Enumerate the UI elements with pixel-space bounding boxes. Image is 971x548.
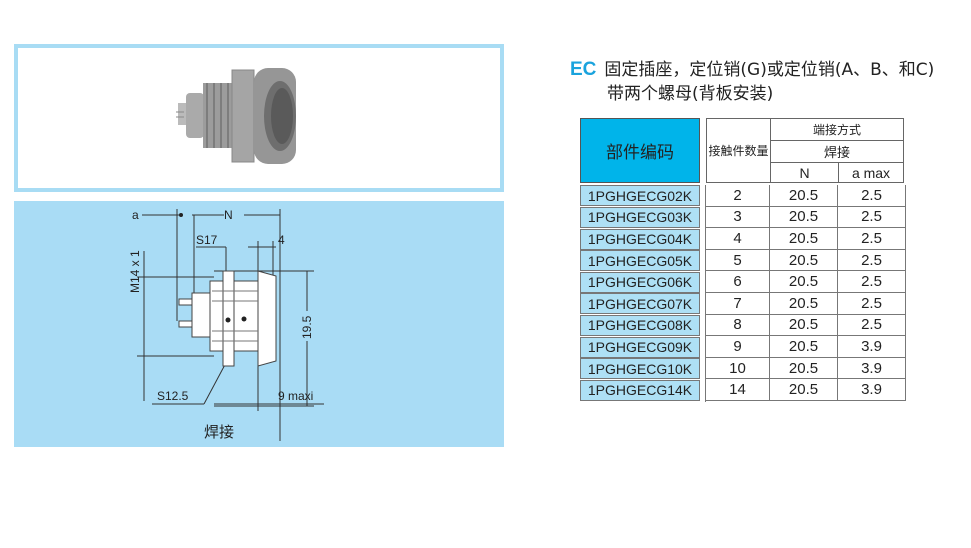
dim-19-5-label: 19.5 [300, 315, 314, 339]
header-contacts: 接触件数量 [706, 118, 771, 183]
header-solder: 焊接 [770, 140, 904, 163]
row-n: 20.5 [770, 271, 838, 293]
row-n: 20.5 [770, 185, 838, 207]
row-contacts: 6 [706, 271, 770, 293]
row-part-number: 1PGHGECG07K [580, 293, 700, 315]
row-contacts: 4 [706, 228, 770, 250]
row-part-number: 1PGHGECG08K [580, 314, 700, 336]
row-contacts: 14 [706, 379, 770, 401]
dim-a-label: a [132, 208, 139, 222]
header-termination: 端接方式 [770, 118, 904, 141]
dim-4-label: 4 [278, 233, 285, 247]
row-contacts: 9 [706, 336, 770, 358]
row-part-number: 1PGHGECG04K [580, 228, 700, 250]
product-photo-frame [14, 44, 504, 192]
row-part-number: 1PGHGECG09K [580, 336, 700, 358]
dim-n-label: N [224, 208, 233, 222]
row-part-number: 1PGHGECG14K [580, 379, 700, 401]
dimension-drawing: a N S17 4 M14 x 1 19.5 S12.5 9 maxi 焊接 [14, 201, 504, 447]
row-contacts: 8 [706, 314, 770, 337]
row-amax: 2.5 [838, 185, 906, 207]
row-n: 20.5 [770, 314, 838, 337]
row-n: 20.5 [770, 379, 838, 401]
title-prefix: EC [570, 59, 597, 80]
row-part-number: 1PGHGECG05K [580, 250, 700, 272]
row-contacts: 7 [706, 293, 770, 315]
row-amax: 2.5 [838, 271, 906, 293]
dim-m14-label: M14 x 1 [128, 250, 142, 293]
row-n: 20.5 [770, 228, 838, 250]
row-amax: 2.5 [838, 249, 906, 272]
row-n: 20.5 [770, 206, 838, 229]
row-contacts: 10 [706, 357, 770, 380]
row-part-number: 1PGHGECG06K [580, 271, 700, 293]
row-contacts: 3 [706, 206, 770, 229]
row-amax: 3.9 [838, 336, 906, 358]
section-title: EC 固定插座，定位销(G)或定位销(A、B、和C) 带两个螺母(背板安装) [570, 58, 934, 106]
row-amax: 2.5 [838, 206, 906, 229]
row-amax: 2.5 [838, 228, 906, 250]
row-amax: 3.9 [838, 357, 906, 380]
header-amax: a max [838, 162, 904, 183]
row-amax: 3.9 [838, 379, 906, 401]
row-n: 20.5 [770, 249, 838, 272]
dim-9maxi-label: 9 maxi [278, 389, 313, 403]
diagram-caption: 焊接 [204, 424, 234, 441]
row-n: 20.5 [770, 357, 838, 380]
row-part-number: 1PGHGECG10K [580, 358, 700, 380]
row-contacts: 5 [706, 249, 770, 272]
header-part-number: 部件编码 [580, 118, 700, 183]
row-amax: 2.5 [838, 293, 906, 315]
connector-photo [176, 68, 296, 164]
row-n: 20.5 [770, 336, 838, 358]
row-n: 20.5 [770, 293, 838, 315]
row-part-number: 1PGHGECG02K [580, 185, 700, 207]
row-amax: 2.5 [838, 314, 906, 337]
title-line1: 固定插座，定位销(G)或定位销(A、B、和C) [604, 60, 935, 80]
header-n: N [770, 162, 839, 183]
dim-s12-5-label: S12.5 [157, 389, 189, 403]
row-contacts: 2 [706, 185, 770, 207]
title-line2: 带两个螺母(背板安装) [607, 84, 774, 104]
row-part-number: 1PGHGECG03K [580, 206, 700, 228]
dim-s17-label: S17 [196, 233, 218, 247]
